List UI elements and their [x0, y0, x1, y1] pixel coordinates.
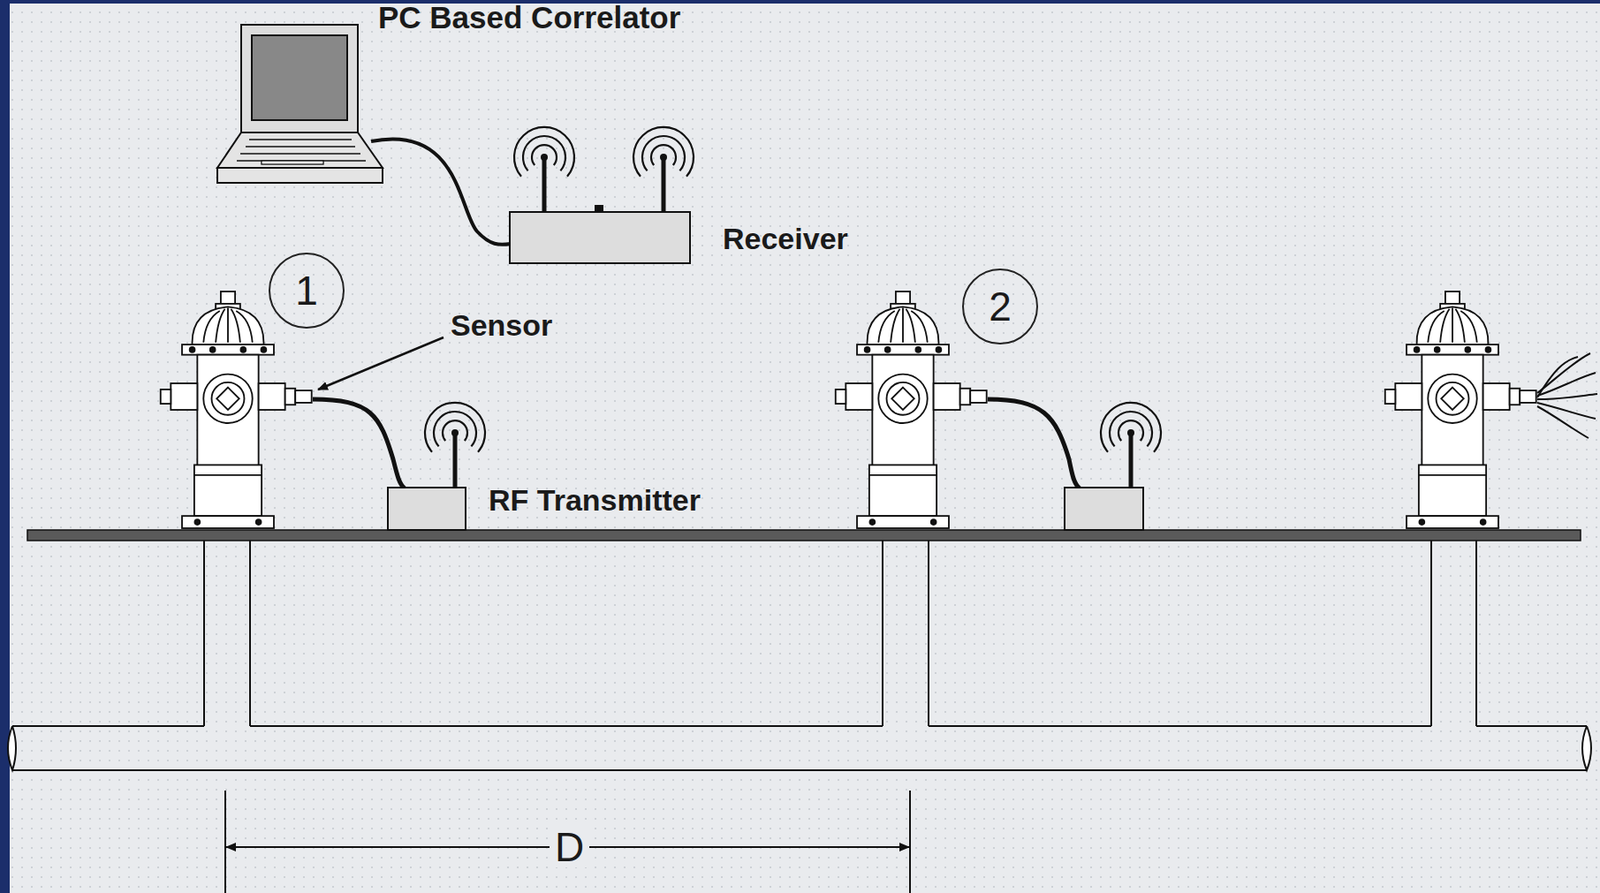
- hydrant: [835, 291, 987, 529]
- rf-transmitter-box: [387, 487, 466, 531]
- dimension-line: [225, 790, 910, 893]
- part-label: RF Transmitter: [488, 485, 701, 516]
- ground-line: [27, 530, 1581, 541]
- rf-transmitter-box: [1064, 487, 1144, 531]
- title-label: PC Based Correlator: [378, 1, 681, 33]
- sensor-cable: [312, 399, 405, 489]
- sensor-cable: [987, 399, 1080, 489]
- dimension-label: D: [549, 826, 590, 868]
- callout-number: 2: [962, 268, 1039, 345]
- part-label: Sensor: [450, 310, 553, 341]
- hydrant: [1385, 291, 1537, 529]
- leader-line: [318, 337, 444, 390]
- cable: [371, 138, 511, 245]
- hydrant: [160, 291, 312, 529]
- water-spray: [1537, 353, 1598, 439]
- part-label: Receiver: [722, 223, 849, 254]
- pipe: [7, 540, 1592, 771]
- laptop: [217, 24, 383, 183]
- receiver-box: [509, 212, 691, 264]
- callout-number: 1: [268, 252, 345, 329]
